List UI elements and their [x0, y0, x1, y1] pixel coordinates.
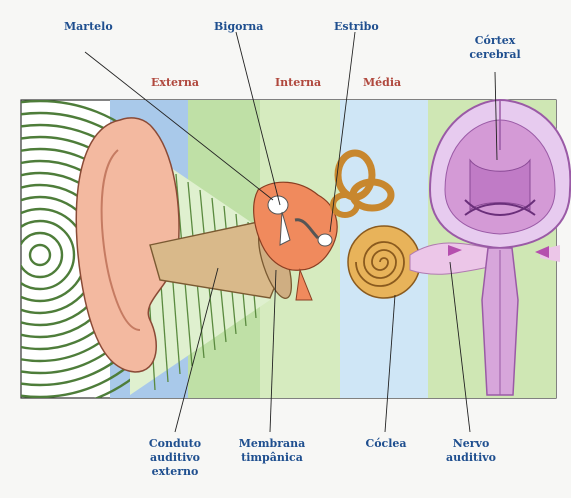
label-cortex-line2: cerebral: [469, 48, 520, 62]
label-conduto-line2: auditivo: [149, 451, 201, 465]
label-conduto-line3: externo: [149, 465, 201, 479]
label-nervo-line1: Nervo: [446, 437, 496, 451]
label-membrana-line1: Membrana: [239, 437, 306, 451]
label-membrana: Membrana timpânica: [239, 437, 306, 465]
region-label-externa: Externa: [151, 76, 199, 90]
label-bigorna: Bigorna: [214, 20, 263, 34]
region-label-media: Média: [363, 76, 401, 90]
label-conduto-line1: Conduto: [149, 437, 201, 451]
label-nervo: Nervo auditivo: [446, 437, 496, 465]
label-conduto: Conduto auditivo externo: [149, 437, 201, 479]
label-estribo: Estribo: [334, 20, 379, 34]
label-cortex: Córtex cerebral: [469, 34, 520, 62]
label-membrana-line2: timpânica: [239, 451, 306, 465]
label-cortex-line1: Córtex: [469, 34, 520, 48]
region-label-interna: Interna: [275, 76, 321, 90]
label-nervo-line2: auditivo: [446, 451, 496, 465]
label-coclea: Cóclea: [365, 437, 406, 451]
label-martelo: Martelo: [64, 20, 113, 34]
